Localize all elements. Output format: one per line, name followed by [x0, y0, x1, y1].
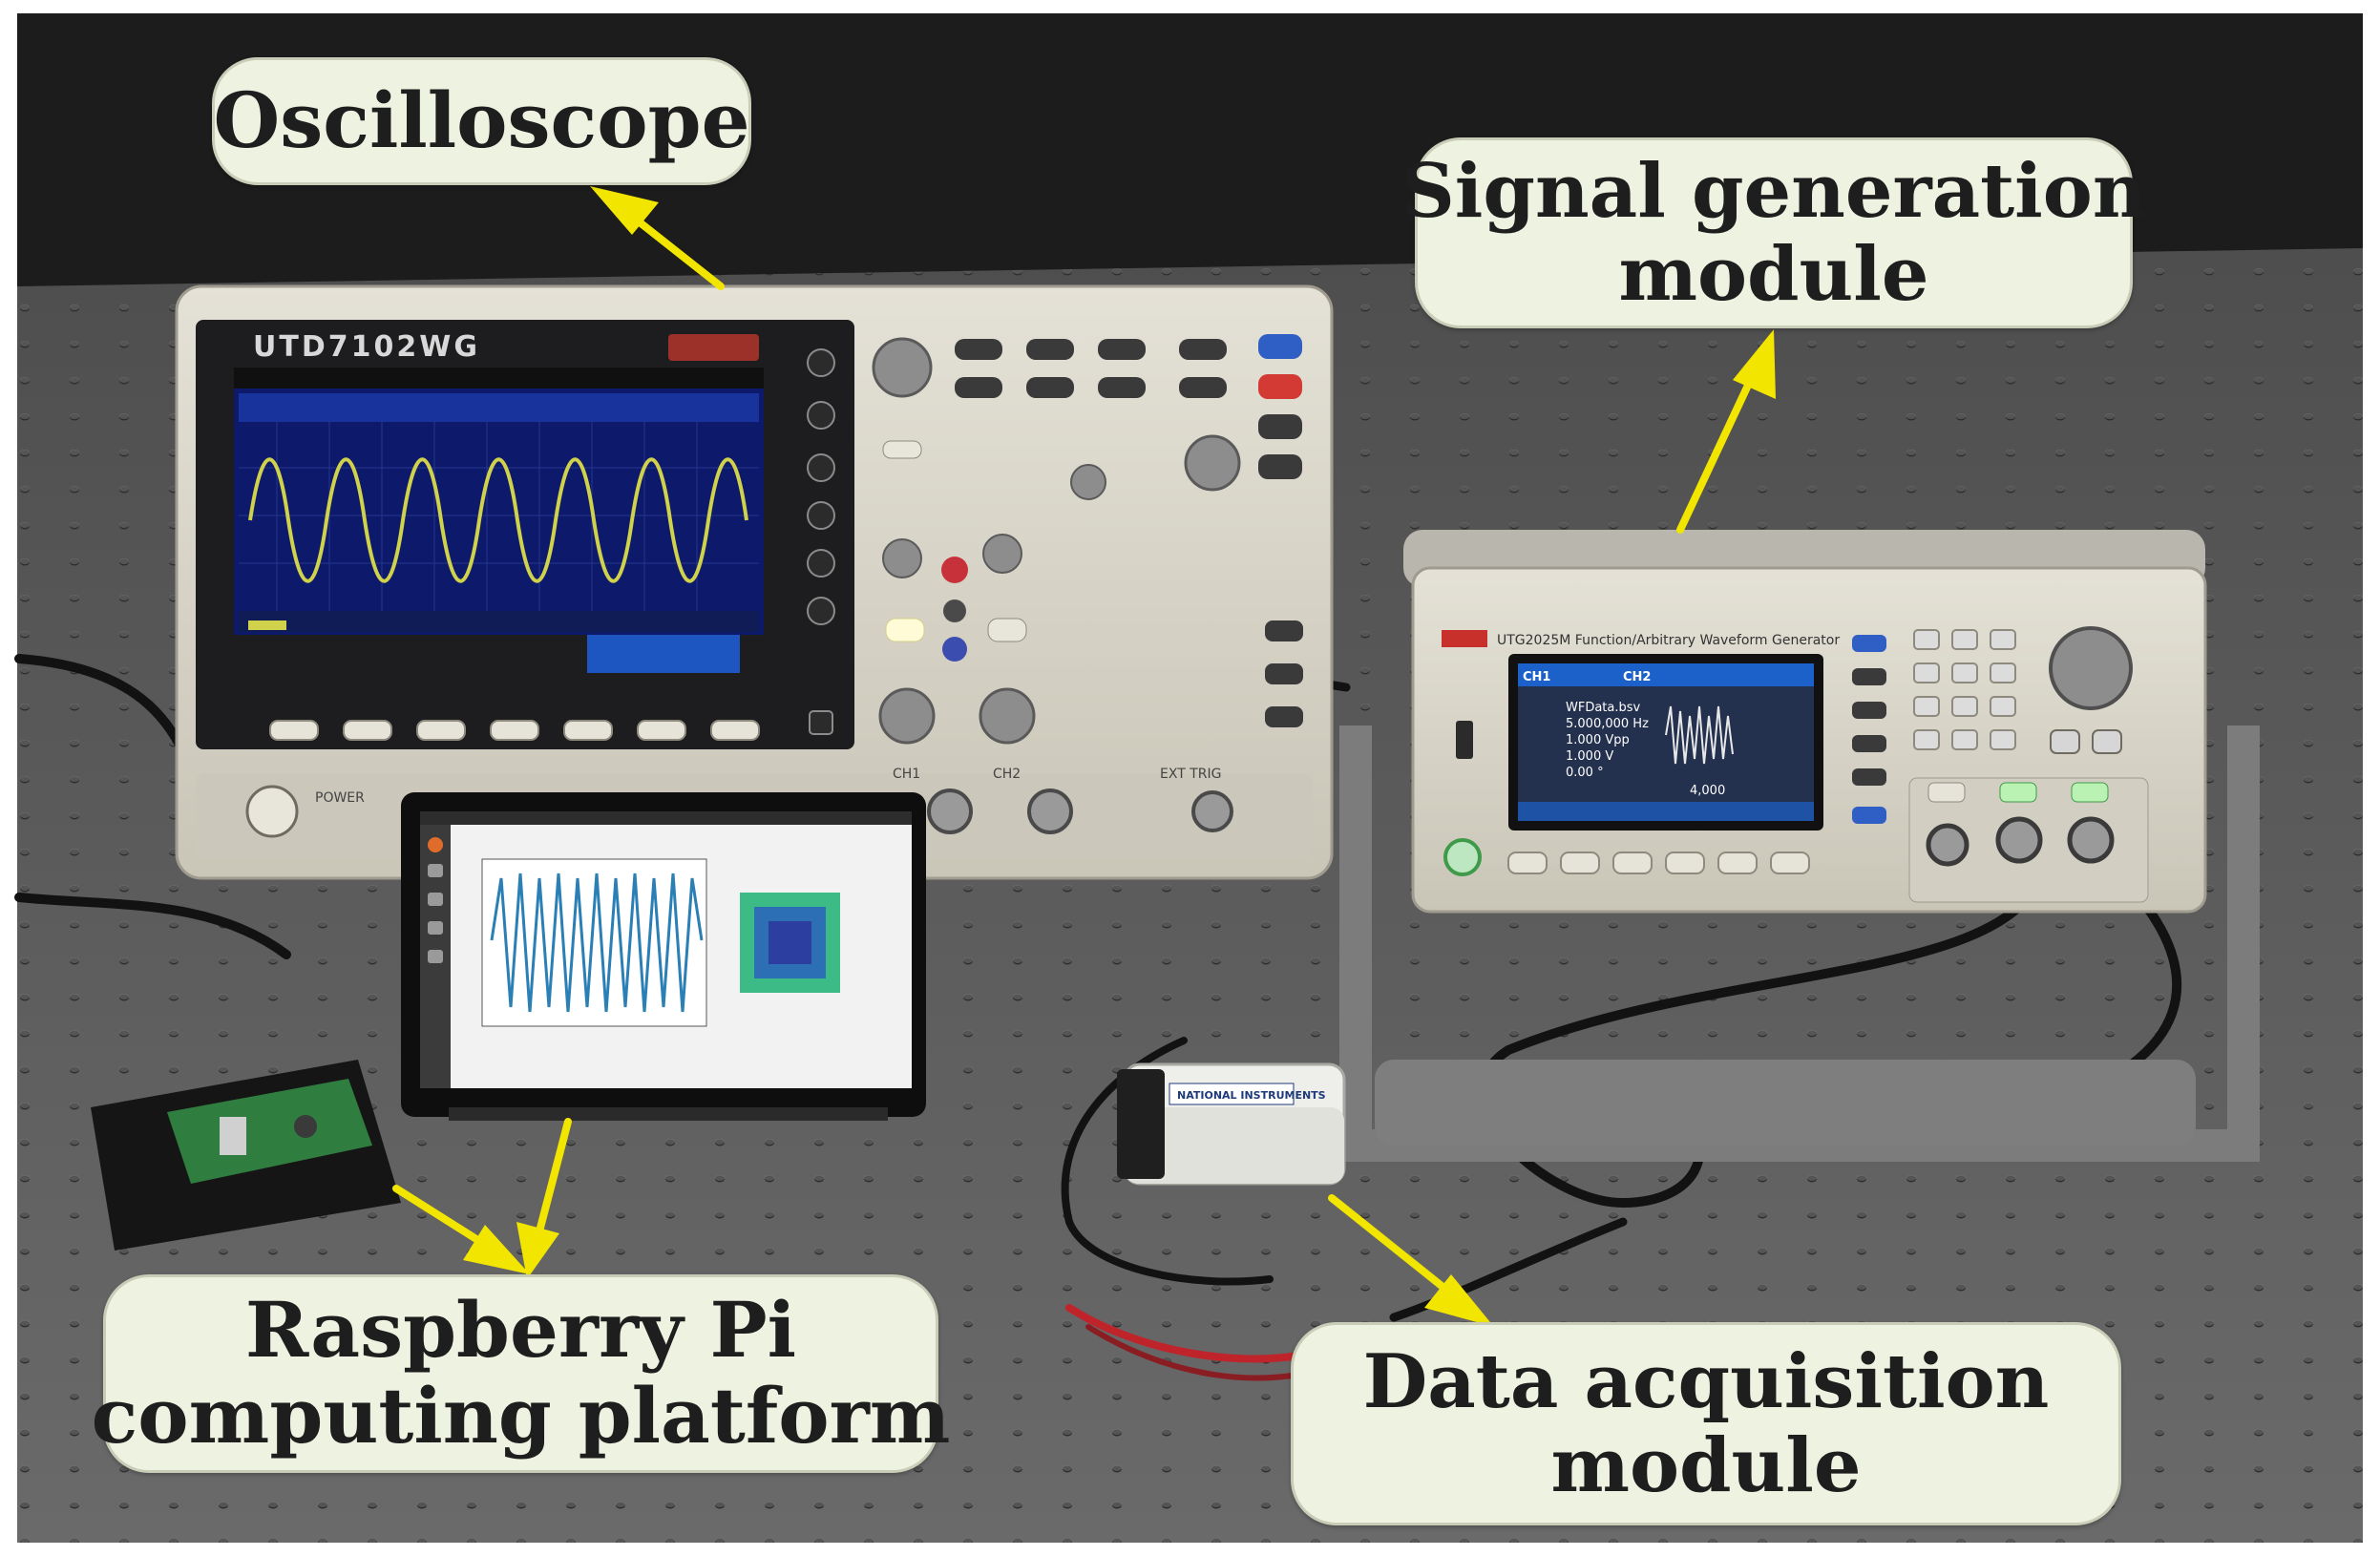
svg-text:CH1: CH1 [1523, 670, 1550, 684]
pi-plot-line [490, 873, 704, 1013]
data-acquisition-device: NATIONAL INSTRUMENTS [1117, 1062, 1346, 1186]
oscilloscope-trace [248, 457, 748, 583]
raspberry-pi-label-line-1: Raspberry Pi [244, 1285, 797, 1376]
signal-generation-module-label: Signal generation module [1401, 137, 2147, 328]
oscilloscope-bottom-buttons [269, 720, 760, 741]
pi-heatmap [740, 893, 840, 993]
data-acquisition-module-label: Data acquisition module [1291, 1322, 2121, 1525]
oscilloscope-label: Oscilloscope [212, 57, 751, 185]
signal-generator-knob [2049, 626, 2133, 710]
signal-generation-label-line-2: module [1618, 231, 1929, 318]
signal-generator: UTG2025M Function/Arbitrary Waveform Gen… [1339, 530, 2260, 1162]
svg-text:4,000: 4,000 [1690, 784, 1725, 798]
signal-generation-label-line-1: Signal generation [1401, 147, 2147, 235]
svg-text:NATIONAL INSTRUMENTS: NATIONAL INSTRUMENTS [1177, 1089, 1326, 1102]
arrow-raspberry-pi-right [516, 1118, 572, 1279]
signal-generator-screen: CH1 CH2 WFData.bsv 5.000,000 Hz 1.000 Vp… [1508, 654, 1823, 831]
svg-text:1.000 Vpp: 1.000 Vpp [1566, 733, 1630, 747]
svg-text:UTD7102WG: UTD7102WG [253, 330, 480, 364]
annotation-arrows [392, 186, 1776, 1327]
data-acquisition-label-line-2: module [1550, 1421, 1862, 1509]
svg-text:UTG2025M Function/Arbitrary Wa: UTG2025M Function/Arbitrary Waveform Gen… [1497, 633, 1840, 648]
signal-generator-keypad [1913, 629, 2016, 750]
arrow-oscilloscope [590, 186, 725, 290]
svg-text:POWER: POWER [315, 790, 365, 806]
arrow-raspberry-pi-left [392, 1185, 530, 1274]
arrow-data-acquisition [1328, 1194, 1494, 1327]
signal-generator-side-keys [1852, 635, 1886, 824]
svg-text:5.000,000 Hz: 5.000,000 Hz [1566, 717, 1649, 731]
raspberry-pi-board [91, 1060, 401, 1251]
svg-text:WFData.bsv: WFData.bsv [1566, 701, 1641, 715]
signal-generator-outputs [1908, 777, 2149, 903]
raspberry-pi-display [401, 792, 926, 1121]
oscilloscope-control-panel [872, 334, 1303, 745]
raspberry-pi-platform-label: Raspberry Pi computing platform [92, 1274, 950, 1473]
svg-text:CH2: CH2 [993, 767, 1021, 782]
svg-text:0.00 °: 0.00 ° [1566, 766, 1604, 780]
raspberry-pi-label-line-2: computing platform [91, 1371, 951, 1461]
data-acquisition-label-line-1: Data acquisition [1362, 1338, 2050, 1426]
arrow-signal-generation [1676, 329, 1776, 534]
svg-text:EXT TRIG: EXT TRIG [1160, 767, 1221, 782]
oscilloscope-screen [234, 368, 764, 673]
oscilloscope-side-buttons [807, 348, 835, 735]
svg-text:CH2: CH2 [1623, 670, 1651, 684]
svg-text:CH1: CH1 [893, 767, 920, 782]
svg-text:1.000 V: 1.000 V [1566, 749, 1613, 764]
oscilloscope: UTD7102WG [175, 284, 1334, 880]
oscilloscope-label-line-1: Oscilloscope [213, 75, 750, 166]
